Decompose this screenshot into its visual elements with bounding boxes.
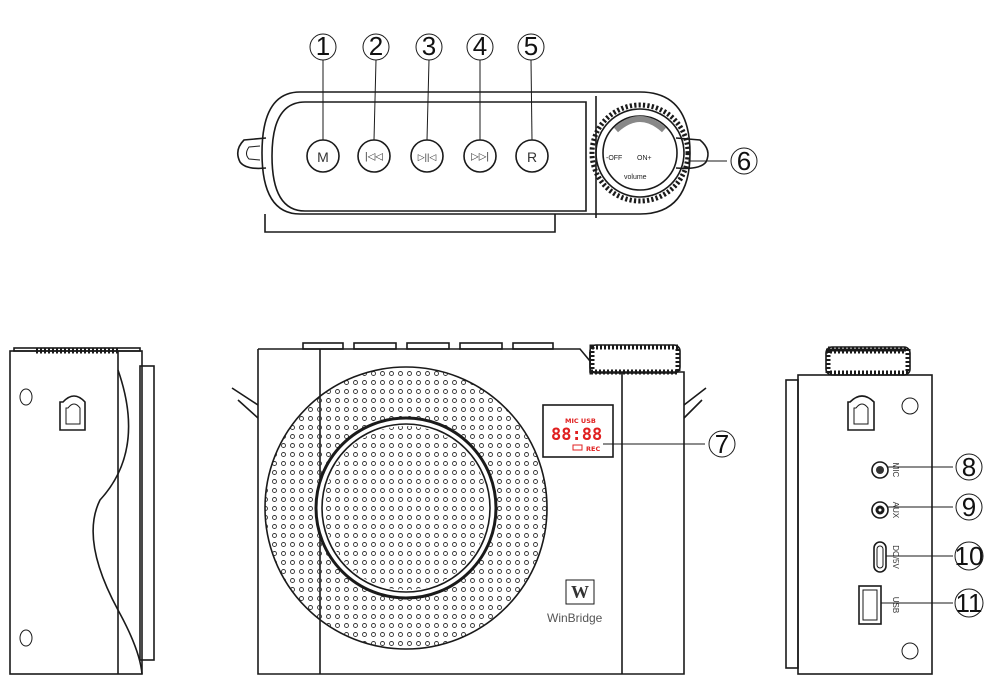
svg-text:volume: volume bbox=[624, 174, 647, 181]
svg-text:|◁◁: |◁◁ bbox=[365, 152, 383, 163]
dc-port[interactable]: DC/5V bbox=[873, 541, 900, 573]
callout-4: 4 bbox=[473, 31, 487, 61]
button-r[interactable]: R bbox=[515, 139, 549, 173]
svg-text:R: R bbox=[527, 149, 537, 165]
left-side-view bbox=[9, 347, 155, 675]
button-previous[interactable]: |◁◁ bbox=[357, 139, 391, 173]
lcd-display: MIC USB 88:88 REC bbox=[542, 404, 614, 458]
button-next[interactable]: ▷▷| bbox=[463, 139, 497, 173]
callout-8: 8 bbox=[962, 452, 976, 482]
callout-5: 5 bbox=[524, 31, 538, 61]
callout-circles bbox=[309, 33, 984, 618]
lcd-digits: 88:88 bbox=[551, 425, 602, 445]
button-play-pause[interactable]: ▷||◁ bbox=[410, 139, 444, 173]
volume-knob[interactable]: -OFF ON+ volume bbox=[589, 102, 691, 204]
svg-text:ON+: ON+ bbox=[637, 155, 652, 162]
callout-2: 2 bbox=[369, 31, 383, 61]
speaker-grill bbox=[264, 366, 548, 650]
callout-10: 10 bbox=[955, 541, 984, 571]
callouts-top: 1 2 3 4 5 6 bbox=[316, 31, 751, 176]
svg-text:-OFF: -OFF bbox=[606, 155, 622, 162]
svg-text:▷▷|: ▷▷| bbox=[471, 152, 489, 163]
callout-9: 9 bbox=[962, 492, 976, 522]
svg-text:DC/5V: DC/5V bbox=[891, 545, 900, 569]
lcd-status: REC bbox=[586, 445, 600, 453]
button-m[interactable]: M bbox=[306, 139, 340, 173]
front-volume-knob[interactable] bbox=[589, 344, 681, 375]
callout-6: 6 bbox=[737, 146, 751, 176]
callout-7: 7 bbox=[715, 429, 729, 459]
callout-1: 1 bbox=[316, 31, 330, 61]
mic-port[interactable]: MIC bbox=[871, 461, 900, 479]
svg-text:W: W bbox=[571, 582, 589, 602]
svg-text:AUX: AUX bbox=[891, 502, 900, 519]
usb-port[interactable]: USB bbox=[858, 585, 900, 625]
lcd-indicators: MIC USB bbox=[565, 417, 596, 425]
brand-logo: W WinBridge bbox=[547, 579, 603, 625]
callout-11: 11 bbox=[956, 588, 983, 618]
aux-port[interactable]: AUX bbox=[871, 501, 900, 519]
front-view: MIC USB 88:88 REC W WinBridge bbox=[231, 342, 707, 675]
right-side-view: MIC AUX DC/5V USB bbox=[785, 346, 933, 675]
brand-name: WinBridge bbox=[547, 611, 603, 625]
callout-3: 3 bbox=[422, 31, 436, 61]
svg-text:USB: USB bbox=[891, 597, 900, 613]
top-view: M |◁◁ ▷||◁ ▷▷| R -OFF ON+ volume bbox=[236, 91, 709, 233]
svg-text:M: M bbox=[317, 149, 329, 165]
svg-text:MIC: MIC bbox=[891, 463, 900, 478]
svg-text:▷||◁: ▷||◁ bbox=[418, 152, 437, 162]
